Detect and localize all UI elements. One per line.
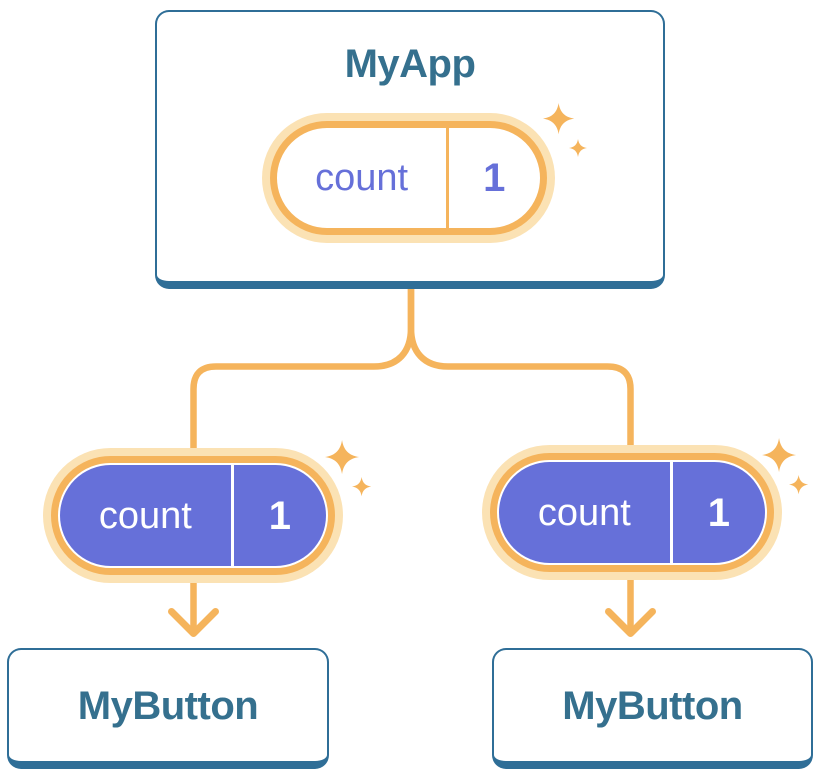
- prop-value-label: 1: [268, 493, 291, 538]
- arrow-down-icon: [168, 608, 219, 637]
- connector-right: [407, 276, 634, 634]
- connector-left: [190, 276, 415, 634]
- pill-divider: [446, 128, 449, 228]
- child-component-card-left: MyButton: [7, 648, 329, 769]
- sparkle-icon: [543, 103, 587, 157]
- state-pill: count 1: [270, 121, 547, 235]
- prop-name-label: count: [537, 491, 631, 534]
- sparkle-icon: [762, 438, 809, 495]
- arrow-down-icon: [605, 608, 656, 637]
- state-name-label: count: [315, 157, 409, 199]
- prop-pill-right: count 1: [490, 453, 774, 572]
- child-component-title: MyButton: [77, 683, 259, 728]
- child-component-title: MyButton: [562, 683, 743, 728]
- root-component-title: MyApp: [344, 42, 476, 86]
- prop-value-label: 1: [707, 490, 730, 535]
- prop-pill-left: count 1: [51, 456, 335, 575]
- sparkle-icon: [325, 440, 372, 497]
- prop-name-label: count: [98, 494, 192, 537]
- state-value-label: 1: [483, 156, 506, 200]
- pill-divider: [669, 462, 673, 563]
- pill-divider: [230, 465, 234, 566]
- child-component-card-right: MyButton: [492, 648, 813, 769]
